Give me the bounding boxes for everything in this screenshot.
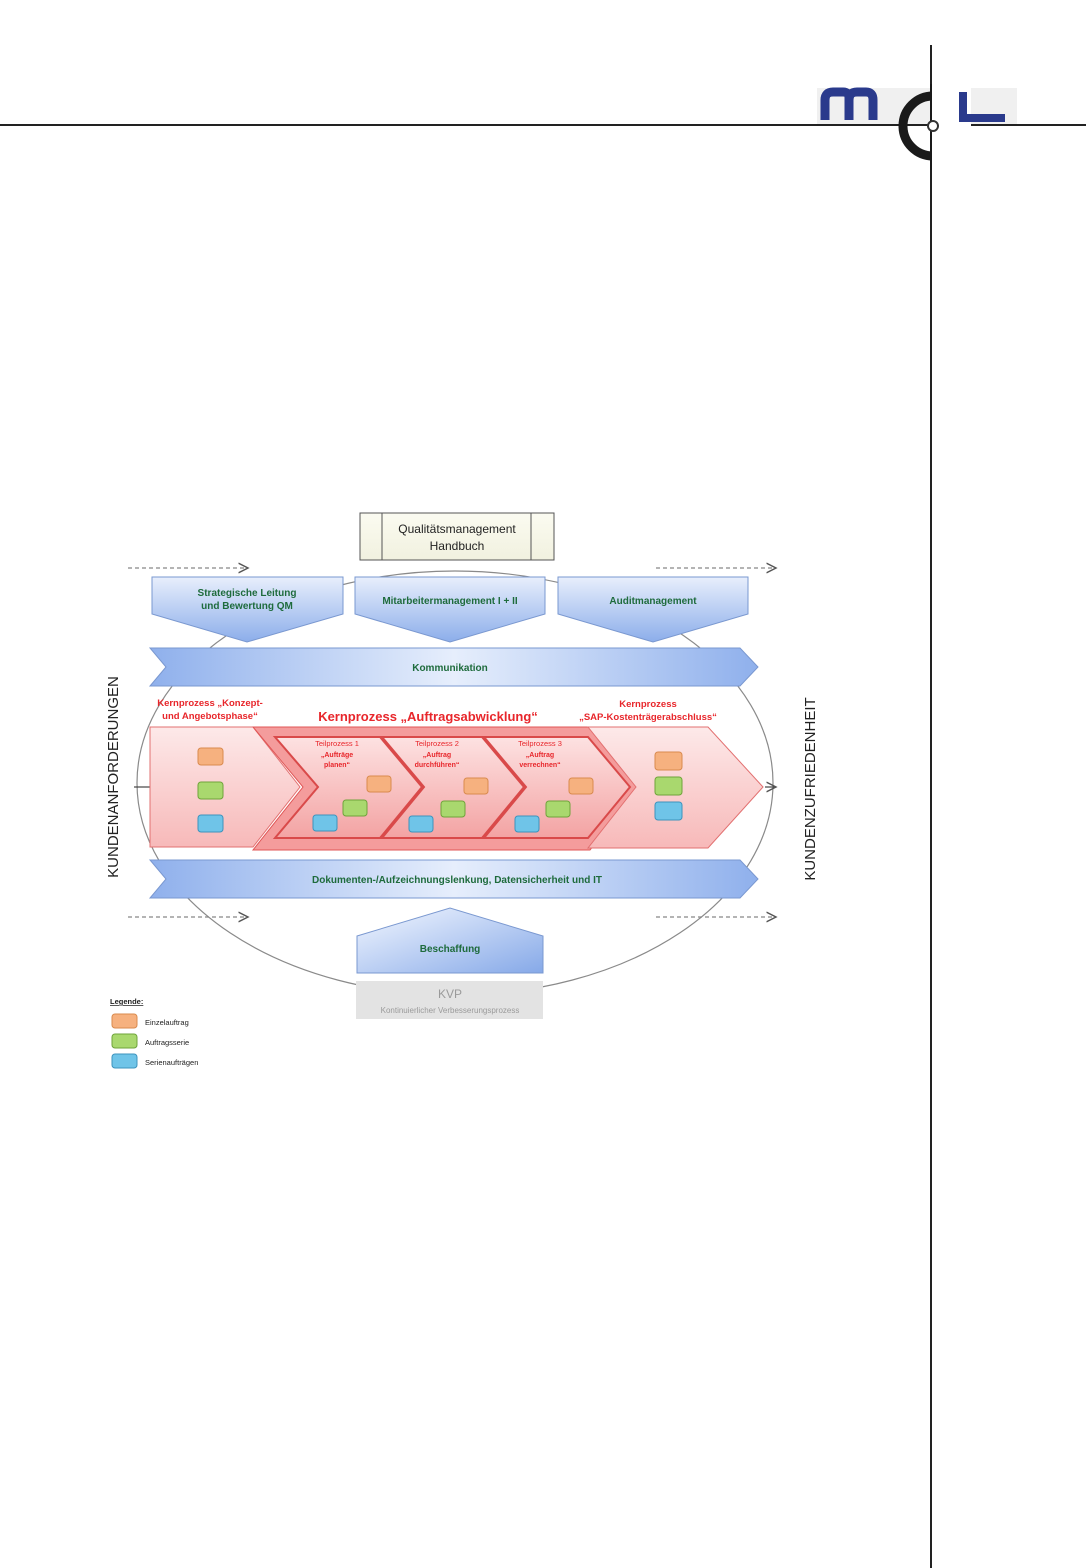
customer-satisfaction-label: KUNDENZUFRIEDENHEIT	[802, 697, 819, 880]
order-series-icon	[654, 776, 683, 796]
subprocess-3-line2: „Auftrag	[526, 752, 554, 759]
kvp-box: KVP Kontinuierlicher Verbesserungsprozes…	[356, 981, 543, 1019]
order-icons	[197, 747, 683, 833]
support-process-procurement: Beschaffung	[356, 907, 544, 974]
documents-band: Dokumenten-/Aufzeichnungslenkung, Datens…	[148, 859, 759, 899]
subprocess-1-line1: Teilprozess 1	[315, 739, 359, 748]
serial-orders-icon	[514, 815, 540, 833]
subprocess-2-line3: durchführen“	[415, 762, 460, 769]
core-process-left	[149, 726, 301, 848]
company-logo	[817, 84, 1017, 170]
core-left-title-line1: Kernprozess „Konzept-	[157, 698, 263, 709]
serial-orders-icon	[654, 801, 683, 821]
subprocess-1-line3: planen“	[324, 762, 350, 769]
legend-item-label: Serienaufträgen	[145, 1058, 198, 1067]
customer-requirements-label: KUNDENANFORDERUNGEN	[105, 676, 122, 878]
single-order-icon	[654, 751, 683, 771]
handbook-line1: Qualitätsmanagement	[398, 522, 516, 536]
support-audit-label: Auditmanagement	[609, 596, 697, 607]
subprocess-1-line2: „Aufträge	[321, 752, 353, 759]
subprocess-3-line3: verrechnen“	[519, 762, 560, 769]
legend-item-label: Einzelauftrag	[145, 1018, 189, 1027]
legend: Legende: Einzelauftrag Auftragsserie Ser…	[110, 997, 198, 1069]
subprocess-1: Teilprozess 1 „Aufträge planen“	[272, 736, 424, 839]
core-right-title-line1: Kernprozess	[619, 699, 677, 710]
kvp-subtitle: Kontinuierlicher Verbesserungsprozess	[381, 1006, 520, 1015]
kvp-title: KVP	[438, 987, 462, 1001]
legend-item-label: Auftragsserie	[145, 1038, 189, 1047]
single-order-icon	[366, 775, 392, 793]
support-process-strategic: Strategische Leitung und Bewertung QM	[151, 576, 344, 643]
support-strategic-line1: Strategische Leitung	[198, 588, 297, 599]
legend-title: Legende:	[110, 997, 143, 1006]
subprocess-2-line2: „Auftrag	[423, 752, 451, 759]
procurement-label: Beschaffung	[420, 944, 481, 955]
subprocess-2-line1: Teilprozess 2	[415, 739, 459, 748]
serial-orders-icon	[312, 814, 338, 832]
serial-orders-icon	[408, 815, 434, 833]
single-order-icon	[463, 777, 489, 795]
subprocess-3: Teilprozess 3 „Auftrag verrechnen“	[481, 736, 632, 839]
legend-order-series-icon	[111, 1033, 138, 1049]
support-staff-label: Mitarbeitermanagement I + II	[382, 596, 518, 607]
subprocess-2: Teilprozess 2 „Auftrag durchführen“	[379, 736, 526, 839]
support-process-audit: Auditmanagement	[557, 576, 749, 643]
serial-orders-icon	[197, 814, 224, 833]
subprocess-3-line1: Teilprozess 3	[518, 739, 562, 748]
handbook-box: Qualitätsmanagement Handbuch	[359, 512, 555, 561]
dashed-arrows	[128, 568, 776, 917]
legend-serial-orders-icon	[111, 1053, 138, 1069]
communication-label: Kommunikation	[412, 663, 488, 674]
handbook-line2: Handbuch	[430, 539, 485, 553]
order-series-icon	[197, 781, 224, 800]
communication-band: Kommunikation	[148, 647, 759, 687]
support-strategic-line2: und Bewertung QM	[201, 601, 293, 612]
order-series-icon	[440, 800, 466, 818]
single-order-icon	[197, 747, 224, 766]
order-series-icon	[342, 799, 368, 817]
legend-single-order-icon	[111, 1013, 138, 1029]
core-left-title-line2: und Angebotsphase“	[162, 711, 258, 722]
order-series-icon	[545, 800, 571, 818]
core-right-title-line2: „SAP-Kostenträgerabschluss“	[579, 712, 717, 723]
documents-label: Dokumenten-/Aufzeichnungslenkung, Datens…	[312, 875, 602, 886]
single-order-icon	[568, 777, 594, 795]
core-main-title: Kernprozess „Auftragsabwicklung“	[318, 709, 538, 724]
support-process-staff: Mitarbeitermanagement I + II	[354, 576, 546, 643]
